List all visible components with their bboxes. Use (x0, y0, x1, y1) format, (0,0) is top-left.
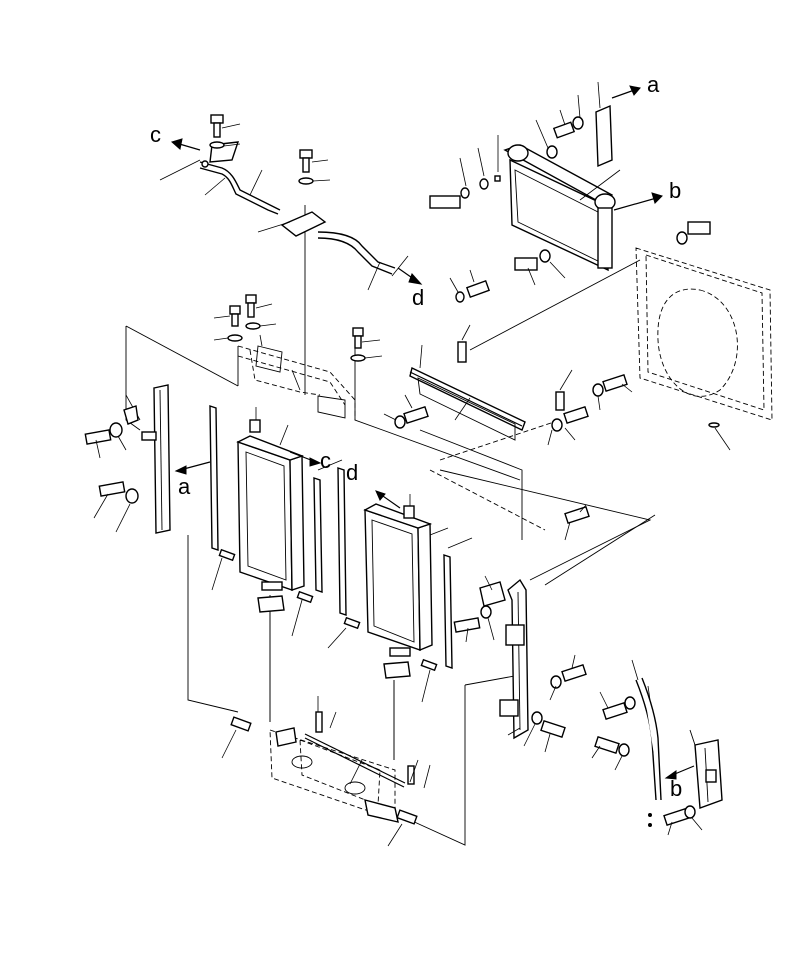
pipe-bracket (257, 211, 327, 237)
top-bolt-center (298, 149, 331, 185)
left-radiator-core (236, 407, 305, 591)
top-bolt-left (209, 114, 241, 149)
left-side-frame (84, 384, 171, 534)
bottom-base (221, 696, 431, 847)
ref-label-b-bottom: b (670, 776, 682, 801)
reference-arrows (170, 85, 695, 780)
left-radiator-seals (209, 405, 343, 722)
ref-label-a-mid: a (178, 474, 191, 499)
right-radiator-seals (327, 467, 473, 760)
ref-label-a-top: a (647, 72, 660, 97)
right-side-frame (453, 575, 587, 753)
upper-pipe-right (317, 231, 409, 291)
ref-label-d-mid: d (346, 460, 358, 485)
upper-support-bracket (237, 334, 356, 420)
ref-label-c-top: c (150, 122, 161, 147)
ref-label-d-top: d (412, 285, 424, 310)
ref-label-c-mid: c (320, 448, 331, 473)
upper-seal-strip (409, 344, 526, 441)
right-radiator-core (363, 494, 449, 657)
reference-labels: a b c d a c d b (150, 72, 682, 801)
small-plates (457, 324, 573, 411)
top-right-bolts (429, 94, 711, 286)
bracket-bolts (213, 294, 383, 362)
bottom-right-bracket (591, 659, 723, 836)
top-right-bracket (595, 81, 613, 168)
ref-label-b-top: b (669, 178, 681, 203)
guide-lines (125, 205, 701, 846)
top-right-core (503, 144, 621, 272)
mid-bolts (383, 269, 633, 541)
upper-pipe-left (159, 141, 281, 215)
fan-shroud (635, 247, 773, 451)
